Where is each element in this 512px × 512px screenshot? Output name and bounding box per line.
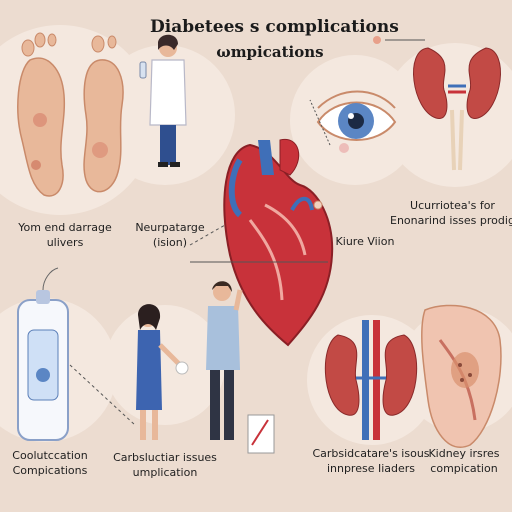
label-heart: Kiure Viion [335, 235, 395, 248]
man-icon [206, 281, 275, 454]
label-kidney-right-line2: compication [430, 462, 498, 475]
woman-icon [136, 304, 189, 440]
feet-icon [17, 32, 124, 197]
label-cardio-line1: Carbsluctiar issues [113, 451, 217, 464]
label-kidney-right-line1: Kidney irsres [428, 447, 500, 460]
label-kidney-top-line1: Ucurriotea's for [410, 199, 495, 212]
label-cardio-line2: umplication [132, 466, 198, 479]
label-kidney-mid-line1: Carbsidcatare's isous [312, 447, 430, 460]
label-kidney-mid-line2: innprese Iiaders [326, 462, 416, 475]
page-title: Diabetees s complications [150, 17, 399, 37]
doctor-icon [139, 34, 187, 167]
kidney-icon [373, 36, 501, 171]
connector-lines [69, 99, 331, 426]
label-neuro-line1: Neurpatarge [135, 221, 205, 234]
glucose-meter-icon [17, 267, 69, 441]
label-device-line2: Compications [12, 464, 88, 477]
tissue-icon [421, 304, 502, 448]
label-foot-line2: ulivers [46, 236, 84, 249]
label-kidney-top-line2: Enonarind isses prodige [390, 214, 512, 227]
page-subtitle: ωmpications [216, 43, 324, 61]
label-neuro-line2: (ision) [152, 236, 188, 249]
kidney-cross-section-icon [324, 320, 418, 440]
label-foot-line1: Yom end darrage [18, 221, 112, 234]
eye-icon [316, 90, 397, 153]
heart-icon [223, 138, 334, 347]
label-device-line1: Coolutccation [12, 449, 88, 462]
